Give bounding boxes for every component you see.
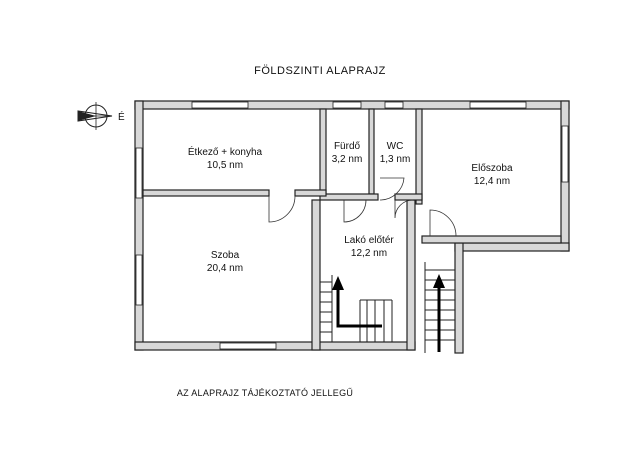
doors <box>268 177 457 237</box>
stair-arrow-left-icon <box>332 276 382 328</box>
staircase-left <box>320 275 393 342</box>
stair-arrow-right-icon <box>433 274 445 352</box>
room-area-living-anteroom: 12,2 nm <box>351 248 387 259</box>
room-labels: Étkező + konyha 10,5 nm Fürdő 3,2 nm WC … <box>188 141 513 274</box>
room-name-dining-kitchen: Étkező + konyha <box>188 145 263 158</box>
room-area-room: 20,4 nm <box>207 263 243 274</box>
plan-title: FÖLDSZINTI ALAPRAJZ <box>254 65 386 77</box>
interior-walls <box>142 108 562 244</box>
outer-walls <box>134 100 570 354</box>
disclaimer-note: AZ ALAPRAJZ TÁJÉKOZTATÓ JELLEGŰ <box>177 388 353 398</box>
north-arrow-icon: É <box>77 102 125 130</box>
north-label: É <box>118 110 125 123</box>
room-name-hall: Előszoba <box>471 163 513 174</box>
room-name-living-anteroom: Lakó előtér <box>344 235 394 246</box>
room-area-dining-kitchen: 10,5 nm <box>207 160 243 171</box>
room-name-room: Szoba <box>211 250 240 261</box>
room-area-bathroom: 3,2 nm <box>332 154 363 165</box>
room-area-wc: 1,3 nm <box>380 154 411 165</box>
room-name-wc: WC <box>387 141 404 152</box>
windows <box>135 101 569 350</box>
room-area-hall: 12,4 nm <box>474 176 510 187</box>
room-name-bathroom: Fürdő <box>334 141 361 152</box>
